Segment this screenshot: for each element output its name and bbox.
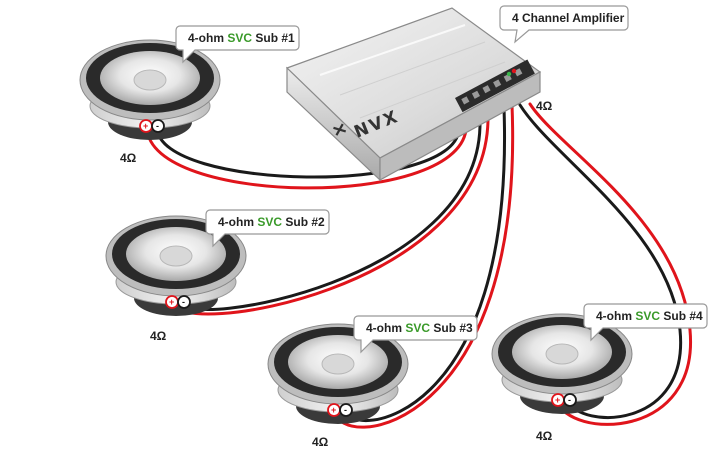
- subwoofer-1: + -: [79, 39, 221, 140]
- sub4-label: 4-ohm SVC Sub #4: [596, 309, 703, 323]
- sub3-negative-terminal: [339, 403, 353, 417]
- wire-positive-sub1: [145, 126, 468, 190]
- sub3-negative-sign: -: [344, 405, 347, 415]
- amplifier-led-red: [511, 68, 517, 74]
- amplifier-led-green: [506, 71, 512, 77]
- amplifier-logo-mark: [333, 123, 347, 136]
- amplifier-callout: 4 Channel Amplifier: [499, 5, 629, 44]
- sub1-impedance-label: 4Ω: [120, 151, 137, 165]
- sub2-label: 4-ohm SVC Sub #2: [218, 215, 325, 229]
- amplifier-impedance-label: 4Ω: [536, 99, 553, 113]
- sub1-negative-sign: -: [156, 121, 159, 131]
- subwoofer-3: + -: [267, 323, 409, 424]
- sub2-negative-terminal: [177, 295, 191, 309]
- sub4-positive-sign: +: [555, 395, 560, 405]
- sub3-callout: 4-ohm SVC Sub #3: [353, 315, 478, 354]
- amplifier-side: [379, 70, 541, 182]
- sub1-label: 4-ohm SVC Sub #1: [188, 31, 295, 45]
- sub2-impedance-label: 4Ω: [150, 329, 167, 343]
- sub3-impedance-label: 4Ω: [312, 435, 329, 449]
- amplifier-callout-label: 4 Channel Amplifier: [512, 11, 625, 25]
- amplifier: NVX: [285, 7, 542, 182]
- sub2-callout: 4-ohm SVC Sub #2: [205, 209, 330, 248]
- wire-negative-sub1: [155, 126, 461, 179]
- sub4-negative-sign: -: [568, 395, 571, 405]
- sub4-impedance-label: 4Ω: [536, 429, 553, 443]
- sub3-positive-sign: +: [331, 405, 336, 415]
- sub1-negative-terminal: [151, 119, 165, 133]
- wire-negative-sub4: [518, 103, 683, 419]
- wire-positive-sub3: [332, 103, 515, 429]
- sub3-label: 4-ohm SVC Sub #3: [366, 321, 473, 335]
- sub4-callout: 4-ohm SVC Sub #4: [583, 303, 708, 342]
- sub2-negative-sign: -: [182, 297, 185, 307]
- wire-positive-sub4: [528, 102, 692, 426]
- sub1-positive-sign: +: [143, 121, 148, 131]
- subwoofer-4: + -: [491, 313, 633, 414]
- sub1-callout: 4-ohm SVC Sub #1: [175, 25, 300, 64]
- sub2-positive-sign: +: [169, 297, 174, 307]
- sub4-negative-terminal: [563, 393, 577, 407]
- subwoofer-2: + -: [105, 215, 247, 316]
